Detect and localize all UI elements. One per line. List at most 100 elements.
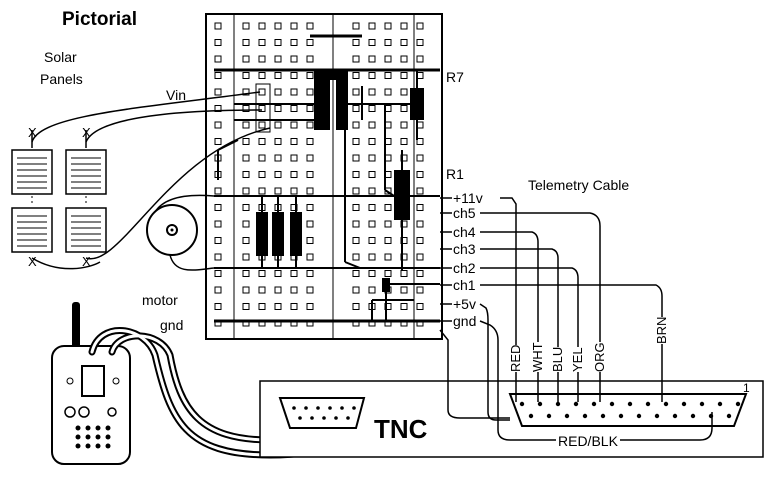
pin-label-ch4: ch4 (453, 224, 476, 240)
motor-label: motor (142, 292, 178, 308)
breadboard-hole (368, 286, 376, 294)
breadboard-hole (400, 55, 408, 63)
breadboard-hole (352, 154, 360, 162)
breadboard-hole (242, 88, 250, 96)
breadboard-hole (306, 220, 314, 228)
breadboard-hole (274, 171, 282, 178)
breadboard-hole (384, 39, 392, 46)
breadboard-hole (400, 121, 408, 129)
telemetry-cable-label: Telemetry Cable (528, 177, 630, 193)
db25-pin (591, 401, 597, 407)
breadboard-hole (400, 22, 408, 30)
breadboard-hole (368, 105, 376, 112)
telemetry-wires (439, 197, 713, 441)
breadboard-hole (290, 88, 298, 96)
breadboard-hole (368, 22, 376, 30)
breadboard-hole (274, 121, 282, 129)
breadboard-hole (214, 286, 222, 294)
breadboard-hole (290, 72, 298, 79)
breadboard-hole (352, 121, 360, 129)
breadboard-hole (258, 138, 266, 145)
breadboard-hole (214, 39, 222, 46)
db25-pin (528, 413, 534, 419)
breadboard-hole (242, 187, 250, 195)
breadboard-hole (416, 171, 424, 178)
breadboard-hole (290, 286, 298, 294)
breadboard-hole (258, 72, 266, 79)
breadboard-hole (416, 286, 424, 294)
breadboard-hole (368, 138, 376, 145)
breadboard-hole (214, 88, 222, 96)
breadboard-hole (368, 171, 376, 178)
wire-label-blu: BLU (550, 346, 565, 372)
breadboard-hole (368, 187, 376, 195)
breadboard-hole (290, 270, 298, 277)
breadboard-hole (368, 237, 376, 244)
db25-pin (726, 413, 732, 419)
breadboard-hole (384, 220, 392, 228)
tnc-box (259, 380, 764, 458)
breadboard-hole (352, 253, 360, 261)
r1-label: R1 (446, 166, 464, 182)
breadboard-hole (306, 286, 314, 294)
breadboard-hole (352, 204, 360, 211)
breadboard-hole (242, 105, 250, 112)
vin-label: Vin (166, 87, 186, 103)
pin-label-ch1: ch1 (453, 277, 476, 293)
db25-pin (690, 413, 696, 419)
breadboard-hole (290, 22, 298, 30)
breadboard-hole (214, 303, 222, 310)
breadboard-hole (306, 237, 314, 244)
breadboard-hole (258, 55, 266, 63)
breadboard-hole (416, 237, 424, 244)
db25-pin (618, 413, 624, 419)
tnc-label: TNC (374, 414, 428, 444)
db25-pin (582, 413, 588, 419)
breadboard-hole (214, 253, 222, 261)
breadboard-hole (214, 121, 222, 129)
breadboard-hole (352, 55, 360, 63)
breadboard-hole (274, 88, 282, 96)
red-blk-label: RED/BLK (556, 433, 620, 449)
svg-text:X: X (28, 254, 37, 269)
pin-label-ch2: ch2 (453, 260, 476, 276)
pin-label-gnd: gnd (453, 313, 477, 329)
breadboard-hole (242, 171, 250, 178)
breadboard-hole (368, 270, 376, 277)
breadboard-hole (306, 72, 314, 79)
breadboard-hole (242, 55, 250, 63)
breadboard-hole (368, 253, 376, 261)
breadboard-hole (352, 105, 360, 112)
db25-pin (555, 401, 561, 407)
breadboard-hole (416, 22, 424, 30)
breadboard-hole (274, 187, 282, 195)
breadboard-hole (416, 138, 424, 145)
breadboard-hole (258, 286, 266, 294)
breadboard-hole (274, 72, 282, 79)
db25-pin (654, 413, 660, 419)
breadboard-hole (258, 154, 266, 162)
breadboard-hole (274, 303, 282, 310)
breadboard-hole (290, 105, 298, 112)
db25-pin (645, 401, 651, 407)
wire-label-wht: WHT (530, 342, 545, 372)
breadboard-hole (384, 55, 392, 63)
breadboard-hole (368, 39, 376, 46)
breadboard-hole (214, 55, 222, 63)
breadboard-hole (416, 39, 424, 46)
breadboard-hole (290, 138, 298, 145)
svg-text:X: X (82, 254, 91, 269)
pin-label-11v: +11v (453, 190, 483, 206)
breadboard-hole (306, 270, 314, 277)
breadboard-hole (384, 204, 392, 211)
breadboard-hole (306, 171, 314, 178)
breadboard-hole (352, 303, 360, 310)
connector-leads (440, 197, 452, 322)
breadboard-hole (306, 138, 314, 145)
breadboard-hole (242, 138, 250, 145)
breadboard-hole (242, 154, 250, 162)
breadboard-hole (416, 253, 424, 261)
breadboard-hole (290, 171, 298, 178)
breadboard-hole (274, 286, 282, 294)
